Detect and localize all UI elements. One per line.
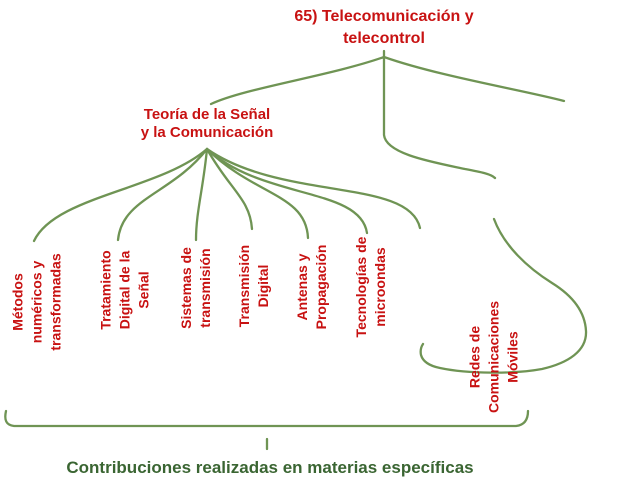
title-right-branch-line bbox=[382, 55, 566, 103]
branch-label-line: Transmisión bbox=[236, 244, 252, 328]
branch-label-tecnologias: Tecnologías de microondas bbox=[352, 237, 390, 338]
branch-label-line: numéricos y bbox=[28, 260, 45, 344]
central-node-line-1: Teoría de la Señal bbox=[143, 106, 271, 123]
branch-label-line: Tratamiento bbox=[97, 250, 114, 330]
bottom-caption: Contribuciones realizadas en materias es… bbox=[66, 458, 474, 477]
fan-line-transmision bbox=[205, 147, 254, 231]
branch-label-tratamiento: Tratamiento Digital de la Señal bbox=[97, 250, 154, 329]
branch-label-line: Propagación bbox=[313, 244, 329, 330]
branch-label-redes: Redes de Comunicaciones Móviles bbox=[466, 301, 523, 413]
fan-line-redes bbox=[205, 147, 422, 230]
fan-line-antenas bbox=[205, 147, 310, 240]
root-topic-line-1: 65) Telecomunicación y bbox=[294, 8, 474, 25]
fan-line-tecnologias bbox=[205, 147, 369, 235]
branch-label-line: Digital bbox=[255, 264, 271, 308]
root-topic-label: 65) Telecomunicación y telecontrol bbox=[284, 6, 484, 50]
branch-label-line: Redes de bbox=[466, 325, 483, 389]
branch-label-metodos: Métodos numéricos y transformadas bbox=[9, 253, 66, 350]
branch-label-line: transformadas bbox=[47, 253, 64, 351]
branch-label-sistemas: Sistemas de transmisión bbox=[177, 247, 215, 329]
branch-label-line: transmisión bbox=[197, 248, 213, 328]
branch-label-line: Señal bbox=[135, 271, 152, 309]
title-middle-branch-line bbox=[382, 49, 497, 180]
branch-label-line: Tecnologías de bbox=[353, 236, 369, 338]
branch-label-line: microondas bbox=[372, 247, 388, 327]
branch-label-line: Digital de la bbox=[116, 250, 133, 330]
central-node-line-2: y la Comunicación bbox=[140, 124, 274, 141]
root-topic-line-2: telecontrol bbox=[343, 30, 425, 47]
central-node-label: Teoría de la Señal y la Comunicación bbox=[137, 106, 277, 142]
title-left-branch-line bbox=[209, 55, 386, 106]
branch-label-line: Sistemas de bbox=[178, 247, 194, 329]
branch-label-line: Comunicaciones bbox=[485, 300, 502, 414]
branch-label-antenas: Antenas y Propagación bbox=[293, 245, 331, 330]
branch-label-transmision: Transmisión Digital bbox=[235, 245, 273, 327]
fan-line-metodos bbox=[32, 147, 209, 243]
branch-label-line: Móviles bbox=[504, 331, 521, 383]
fan-line-sistemas bbox=[194, 147, 209, 242]
redes-loop-line bbox=[419, 217, 588, 374]
bottom-brace-line bbox=[4, 409, 530, 428]
branch-label-line: Antenas y bbox=[294, 253, 310, 321]
fan-line-tratamiento bbox=[116, 147, 209, 242]
branch-label-line: Métodos bbox=[9, 273, 26, 331]
